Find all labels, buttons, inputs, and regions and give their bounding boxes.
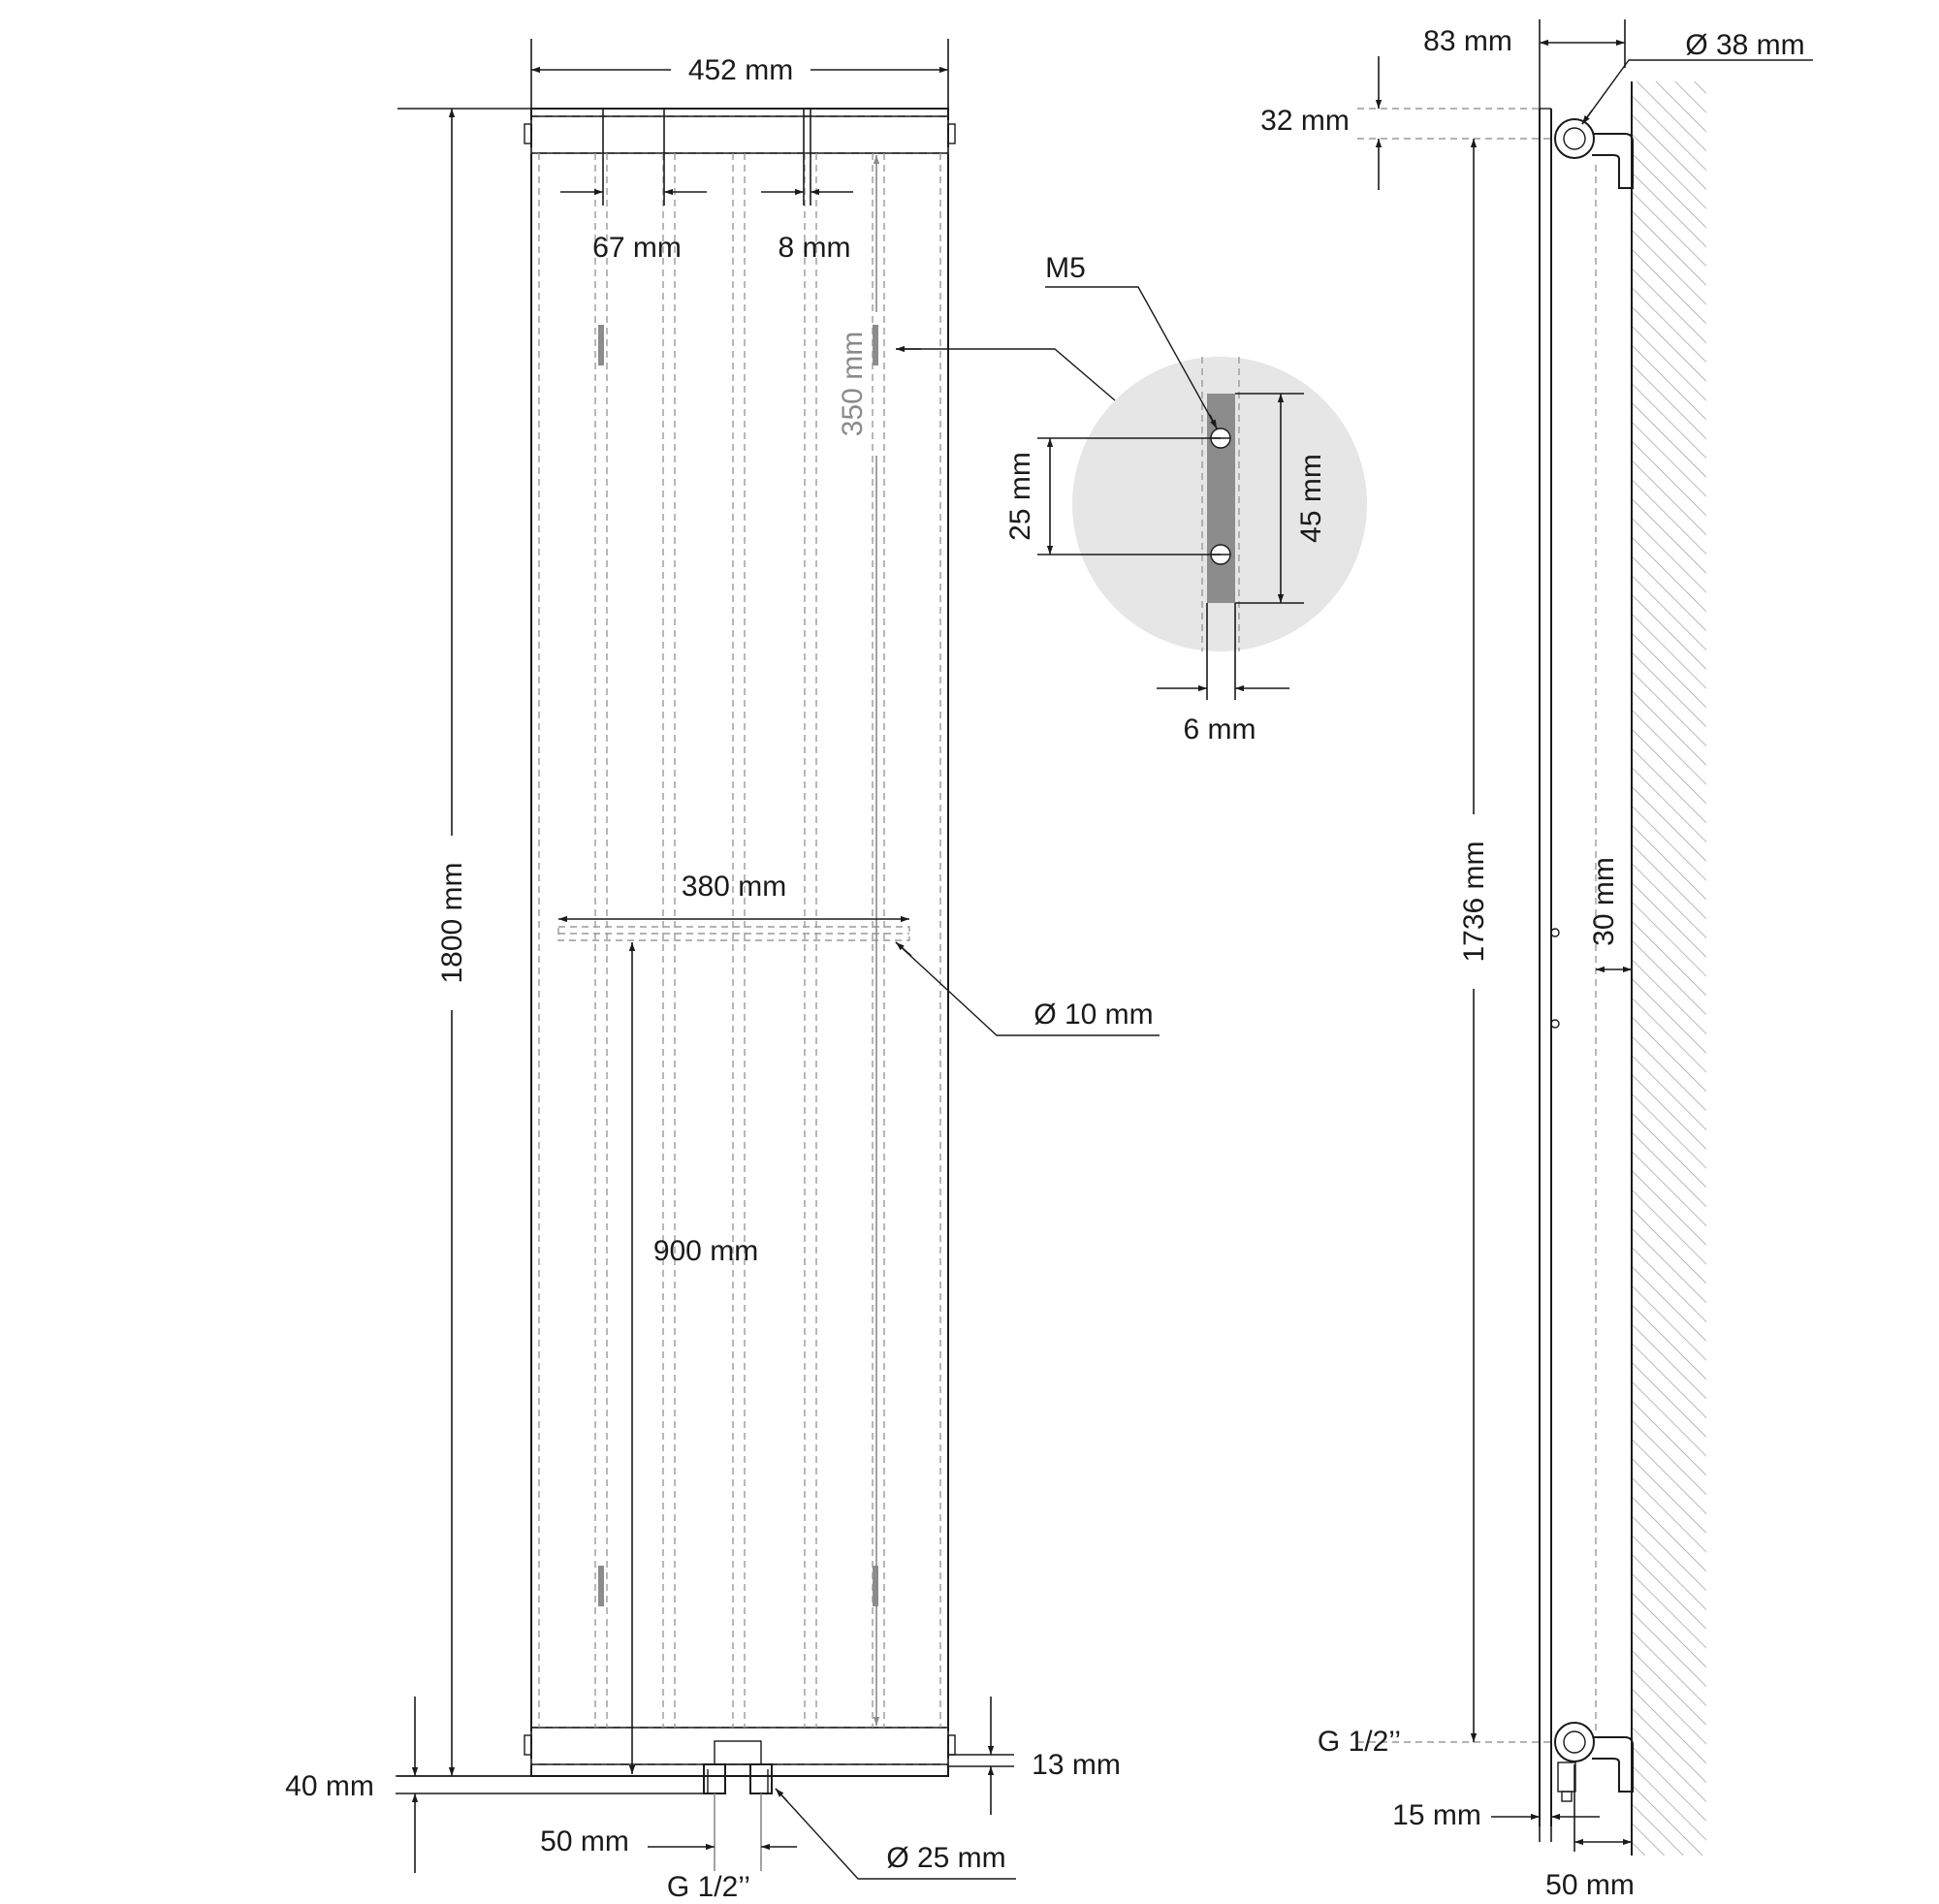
bracket-depth-label: 50 mm <box>1545 1869 1635 1901</box>
connection-diameter-label: Ø 25 mm <box>886 1842 1005 1874</box>
front-thread-label: G 1/2’’ <box>667 1871 750 1903</box>
wall-gap-label: 30 mm <box>1588 857 1620 946</box>
tube-gap-label: 8 mm <box>779 232 851 264</box>
bracket-spacing-label: 350 mm <box>837 332 869 436</box>
height-label: 1800 mm <box>436 862 468 983</box>
screw-label: M5 <box>1045 252 1086 284</box>
axis-distance-label: 1736 mm <box>1458 841 1490 962</box>
bracket-height-label: 45 mm <box>1295 454 1327 543</box>
rail-height-label: 900 mm <box>653 1235 758 1267</box>
bottom-connections <box>703 1740 773 1794</box>
bottom-offset-label: 40 mm <box>285 1770 374 1802</box>
panel-thickness-label: 15 mm <box>1392 1799 1481 1831</box>
hole-spacing-label: 25 mm <box>1004 452 1036 541</box>
tube-spacing-label: 67 mm <box>592 232 682 264</box>
side-view: 83 mm Ø 38 mm 32 mm 1736 mm 30 mm G 1/2’… <box>1260 19 1813 1901</box>
wall-brackets <box>598 325 878 1606</box>
bottom-collector-label: 13 mm <box>1032 1749 1121 1781</box>
collector-diameter-label: Ø 38 mm <box>1685 29 1804 61</box>
depth-label: 83 mm <box>1423 25 1512 57</box>
hidden-tubes <box>594 153 885 1728</box>
bracket-width-label: 6 mm <box>1184 714 1256 746</box>
bottom-collector <box>530 1727 949 1765</box>
width-label: 452 mm <box>688 54 793 86</box>
radiator-panel <box>530 108 949 1777</box>
side-thread-label: G 1/2’’ <box>1318 1726 1401 1758</box>
top-collector-side <box>1554 118 1595 159</box>
rail-width-label: 380 mm <box>682 871 786 903</box>
connection-spacing-label: 50 mm <box>540 1825 629 1857</box>
wall-hatch <box>1632 81 1706 1856</box>
front-view: 452 mm 1800 mm 67 mm 8 mm 350 mm 380 mm … <box>285 39 1160 1903</box>
detail-view: M5 25 mm 45 mm 6 mm <box>1004 252 1367 746</box>
bracket-plate <box>1207 394 1235 603</box>
bottom-collector-side <box>1554 1722 1595 1762</box>
top-collector <box>530 115 949 154</box>
rail-diameter-label: Ø 10 mm <box>1033 999 1153 1031</box>
top-offset-label: 32 mm <box>1260 105 1350 137</box>
